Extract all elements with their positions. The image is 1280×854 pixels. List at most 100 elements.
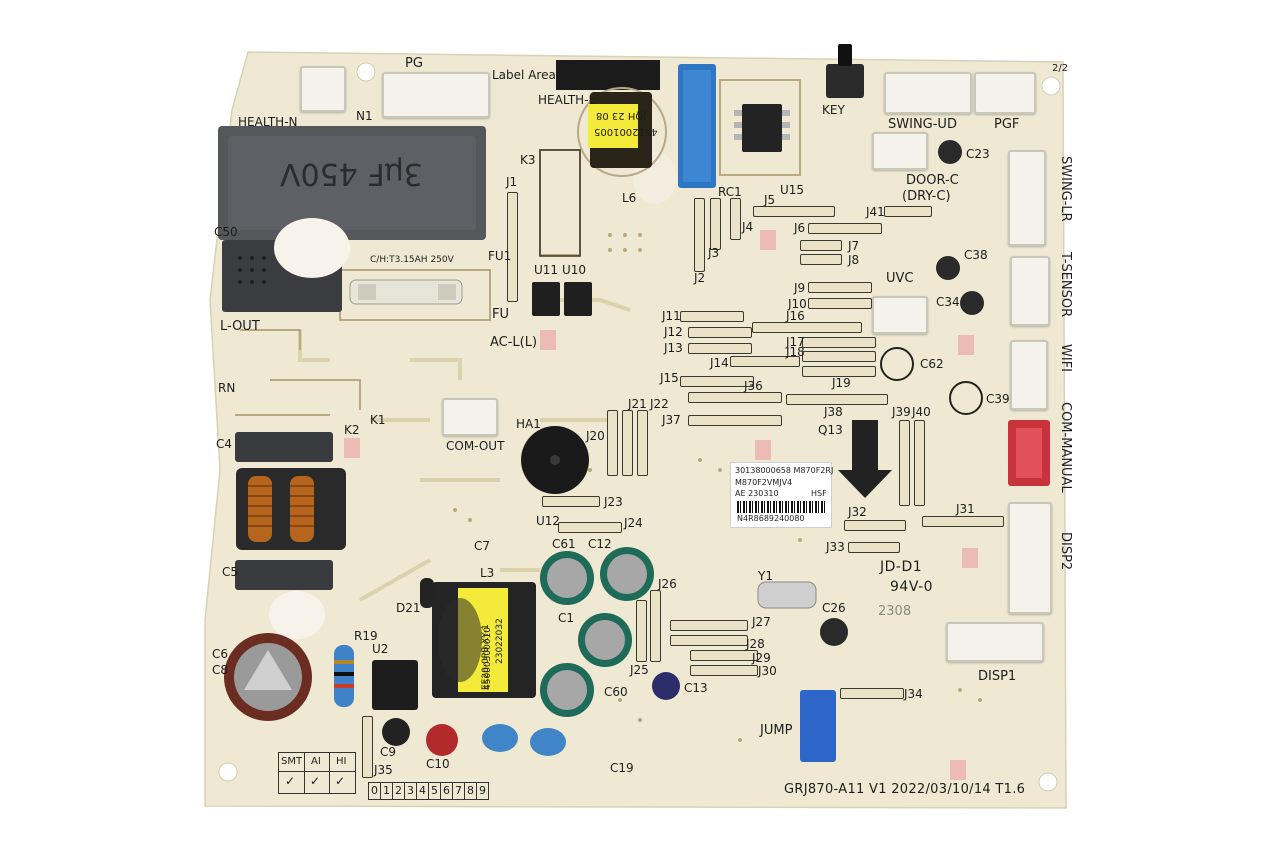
label-health-l: HEALTH-L <box>538 93 596 107</box>
label-c23: C23 <box>966 147 990 161</box>
label-j20: J20 <box>586 429 605 443</box>
label-j8: J8 <box>848 253 860 267</box>
label-c39: C39 <box>986 392 1010 406</box>
label-k1: K1 <box>370 413 386 427</box>
jumper-j27 <box>670 620 748 631</box>
label-fuse-rating: C/H:T3.15AH 250V <box>370 255 454 265</box>
label-c13: C13 <box>684 681 708 695</box>
label-u11: U11 <box>534 263 559 277</box>
connector-uvc <box>872 296 928 334</box>
label-n1: N1 <box>356 109 373 123</box>
label-d21: D21 <box>396 601 421 615</box>
check-hi: ✓ <box>335 774 346 788</box>
label-corner-mark: 2/2 <box>1052 63 1069 74</box>
jumper-j5 <box>753 206 835 217</box>
jumper-j20 <box>607 410 618 476</box>
jumper-j18 <box>802 351 876 362</box>
label-j2: J2 <box>694 271 706 285</box>
label-pg: PG <box>405 56 423 71</box>
label-com-out: COM-OUT <box>446 439 505 453</box>
label-j11: J11 <box>662 309 681 323</box>
jumper-j8 <box>800 254 842 265</box>
label-ai: AI <box>311 756 321 767</box>
label-rn: RN <box>218 381 236 395</box>
label-c4: C4 <box>216 437 233 451</box>
label-uvc: UVC <box>886 271 914 286</box>
label-pgf: PGF <box>994 117 1020 132</box>
label-l-out: L-OUT <box>220 319 260 334</box>
label-dry-c: (DRY-C) <box>902 189 951 204</box>
jumper-j41 <box>884 206 932 217</box>
big-capacitor-text: 3μF 450V <box>280 156 423 191</box>
digit-box: 3 <box>405 783 417 799</box>
label-fu1: FU1 <box>488 249 512 263</box>
label-l6: L6 <box>622 191 637 205</box>
jumper-j36 <box>688 392 782 403</box>
connector-pgf <box>974 72 1036 114</box>
label-y1: Y1 <box>758 569 773 583</box>
jumper-j3 <box>710 198 721 250</box>
label-j32: J32 <box>848 505 867 519</box>
digit-box-row: 0 1 2 3 4 5 6 7 8 9 <box>368 782 489 800</box>
jumper-j10 <box>808 298 872 309</box>
jumper-j14 <box>730 356 800 367</box>
jumper-j32 <box>844 520 906 531</box>
jumper-j38 <box>786 394 888 405</box>
digit-box: 4 <box>417 783 429 799</box>
label-j7: J7 <box>848 239 860 253</box>
label-k2: K2 <box>344 423 360 437</box>
connector-swing-ud <box>884 72 972 114</box>
connector-door-c <box>872 132 928 170</box>
connector-disp1 <box>946 622 1044 662</box>
label-c7: C7 <box>474 539 491 553</box>
label-j1: J1 <box>506 175 518 189</box>
label-j23: J23 <box>604 495 623 509</box>
label-j33: J33 <box>826 540 845 554</box>
label-u15: U15 <box>780 183 805 197</box>
label-j9: J9 <box>794 281 806 295</box>
jumper-j28 <box>670 635 748 646</box>
jumper-j17 <box>802 337 876 348</box>
label-j31: J31 <box>956 502 975 516</box>
label-fu: FU <box>492 307 509 322</box>
label-ac-l: AC-L(L) <box>490 335 538 350</box>
label-j3: J3 <box>708 246 720 260</box>
sticker-hsf: HSF <box>811 489 827 498</box>
jumper-j4 <box>730 198 741 240</box>
label-wifi: WIFI <box>1058 344 1073 372</box>
connector-com-out <box>442 398 498 436</box>
label-q13: Q13 <box>818 423 843 437</box>
board-model-line: GRJ870-A11 V1 2022/03/10/14 T1.6 <box>784 782 1026 797</box>
label-t-sensor: T-SENSOR <box>1058 252 1073 318</box>
label-j41: J41 <box>866 205 885 219</box>
label-ha1: HA1 <box>516 417 541 431</box>
label-j28: J28 <box>746 637 765 651</box>
digit-box: 9 <box>479 784 486 797</box>
label-key: KEY <box>822 103 845 117</box>
label-swing-lr: SWING-LR <box>1058 156 1073 222</box>
inductor-text-3: 23022032 <box>495 618 505 664</box>
label-j25: J25 <box>630 663 649 677</box>
label-c34: C34 <box>936 295 960 309</box>
label-j21: J21 <box>628 397 647 411</box>
label-c19: C19 <box>610 761 634 775</box>
label-j35: J35 <box>374 763 393 777</box>
jumper-j7 <box>800 240 842 251</box>
label-date-code: 2308 <box>878 604 912 619</box>
label-j17: J17 <box>786 335 805 349</box>
label-u10: U10 <box>562 263 587 277</box>
label-j10: J10 <box>788 297 807 311</box>
label-c1: C1 <box>558 611 575 625</box>
label-c6: C6 <box>212 647 229 661</box>
connector-n1 <box>300 66 346 112</box>
jumper-j29 <box>690 650 758 661</box>
label-c60: C60 <box>604 685 628 699</box>
product-label-sticker: 30138000658 M870F2RJ M870F2VMJV4 AE 2303… <box>730 462 833 528</box>
label-j4: J4 <box>742 220 754 234</box>
label-swing-ud: SWING-UD <box>888 117 957 132</box>
digit-box: 2 <box>393 783 405 799</box>
label-rc1: RC1 <box>718 185 742 199</box>
label-c50: C50 <box>214 225 238 239</box>
jumper-j39 <box>899 420 910 506</box>
jumper-j30 <box>690 665 758 676</box>
